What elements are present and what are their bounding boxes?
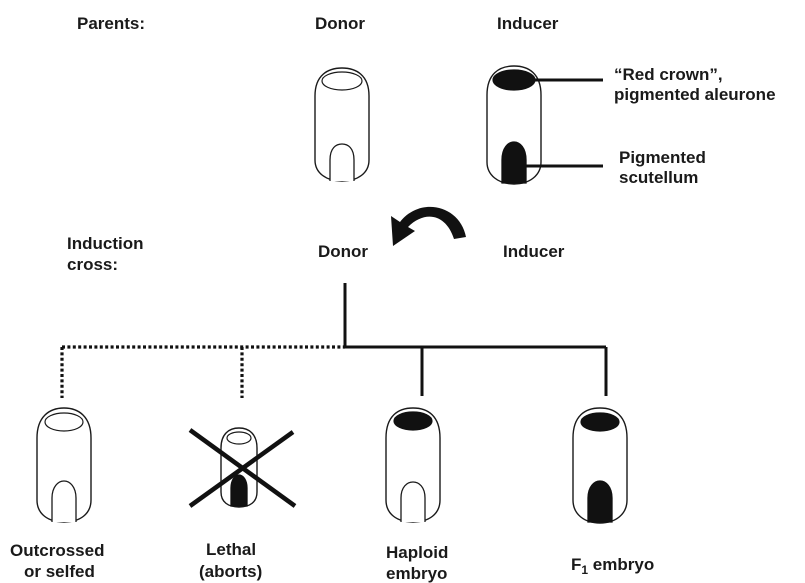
outcrossed-label-line1: Outcrossed	[10, 541, 104, 560]
haploid-embryo-kernel	[386, 408, 440, 522]
donor-cross-label: Donor	[318, 242, 368, 261]
f1-suffix: embryo	[588, 555, 654, 574]
red-crown-label-line1: “Red crown”,	[614, 65, 723, 84]
red-crown-label-line2: pigmented aleurone	[614, 85, 776, 104]
induction-cross-label-line1: Induction	[67, 234, 143, 253]
f1-embryo-kernel	[573, 408, 627, 523]
f1-embryo-label: F1 embryo	[571, 555, 654, 577]
donor-parent-kernel	[315, 68, 369, 181]
pollination-arrow	[391, 207, 466, 246]
parents-label: Parents:	[77, 14, 145, 33]
donor-parent-label: Donor	[315, 14, 365, 33]
outcrossed-label-line2: or selfed	[24, 562, 95, 581]
lethal-label-line1: Lethal	[206, 540, 256, 559]
lineage-lines	[62, 283, 606, 398]
haploid-label-line1: Haploid	[386, 543, 448, 562]
lethal-label-line2: (aborts)	[199, 562, 262, 581]
red-crown-mark	[493, 70, 535, 90]
inducer-parent-label: Inducer	[497, 14, 559, 33]
induction-cross-label-line2: cross:	[67, 255, 118, 274]
pigmented-scutellum-label-line2: scutellum	[619, 168, 698, 187]
haploid-label-line2: embryo	[386, 564, 447, 583]
pigmented-scutellum-label-line1: Pigmented	[619, 148, 706, 167]
f1-prefix: F	[571, 555, 581, 574]
outcrossed-kernel	[37, 408, 91, 522]
inducer-cross-label: Inducer	[503, 242, 565, 261]
pigmented-scutellum-mark	[502, 142, 526, 183]
